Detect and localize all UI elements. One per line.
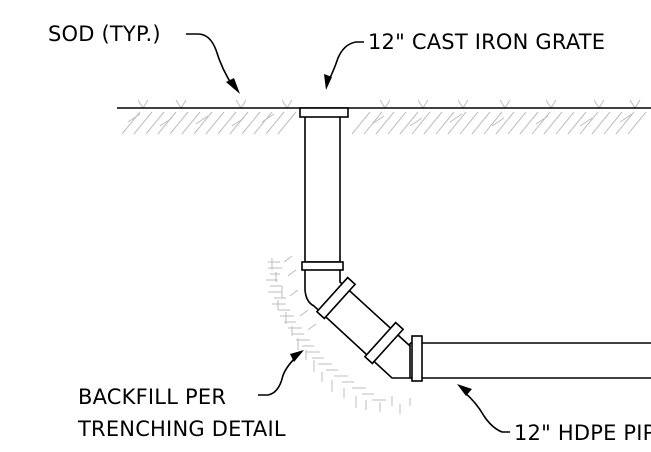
backfill-label-line1: BACKFILL PER: [78, 385, 226, 409]
hdpe-coupling: [411, 335, 423, 382]
riser-pipe: [304, 117, 341, 263]
elbow-couplings: [315, 276, 405, 365]
grate-label: 12" CAST IRON GRATE: [368, 30, 605, 54]
backfill-label-line2: TRENCHING DETAIL: [77, 417, 286, 441]
leader-lines: [186, 33, 510, 433]
sod-label: SOD (TYP.): [48, 22, 161, 46]
hdpe-label: 12" HDPE PIPE: [514, 421, 651, 445]
elbow-pipe: [304, 270, 413, 379]
arrowheads: [226, 74, 472, 396]
grate: [299, 107, 349, 118]
backfill-hatch: [266, 255, 411, 414]
hdpe-pipe: [409, 342, 651, 379]
sod-hatch: [121, 99, 647, 135]
riser-coupling: [301, 261, 344, 271]
